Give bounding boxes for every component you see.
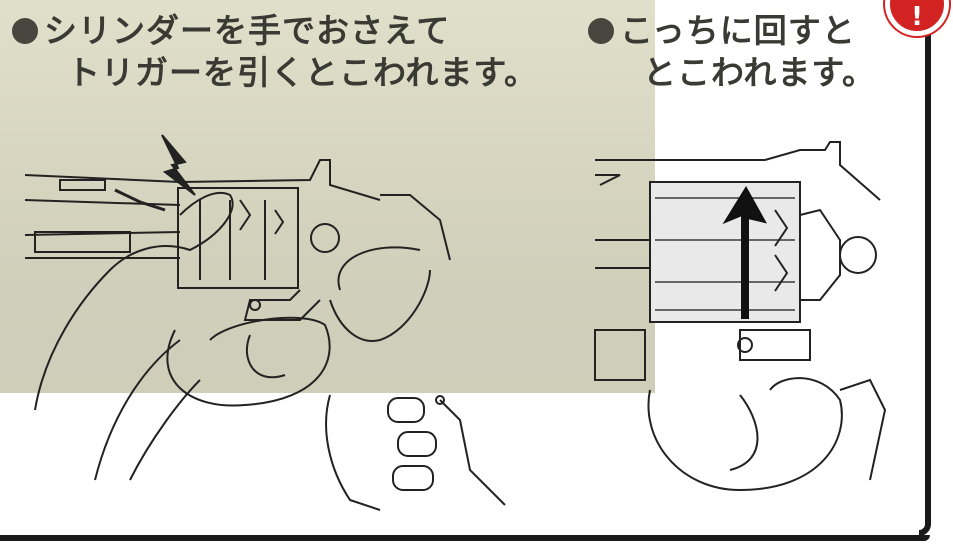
right-caption: こっちに回すと とこわれます。	[588, 10, 876, 94]
bullet-icon	[12, 18, 38, 44]
rotate-arrow-icon	[722, 186, 767, 319]
left-caption: シリンダーを手でおさえて トリガーを引くとこわれます。	[12, 10, 538, 94]
right-revolver-drawing	[594, 141, 887, 492]
left-revolver-drawing	[24, 159, 506, 511]
left-photo-overlay	[0, 0, 655, 393]
bullet-icon	[588, 18, 614, 44]
right-caption-line2: とこわれます。	[642, 53, 877, 92]
left-caption-line1: シリンダーを手でおさえて	[44, 11, 451, 50]
right-caption-line1: こっちに回すと	[620, 11, 856, 50]
spark-icon	[161, 134, 196, 196]
frame-border-bottom	[0, 535, 930, 541]
left-caption-line2: トリガーを引くとこわれます。	[66, 53, 539, 92]
frame-border	[919, 0, 931, 536]
